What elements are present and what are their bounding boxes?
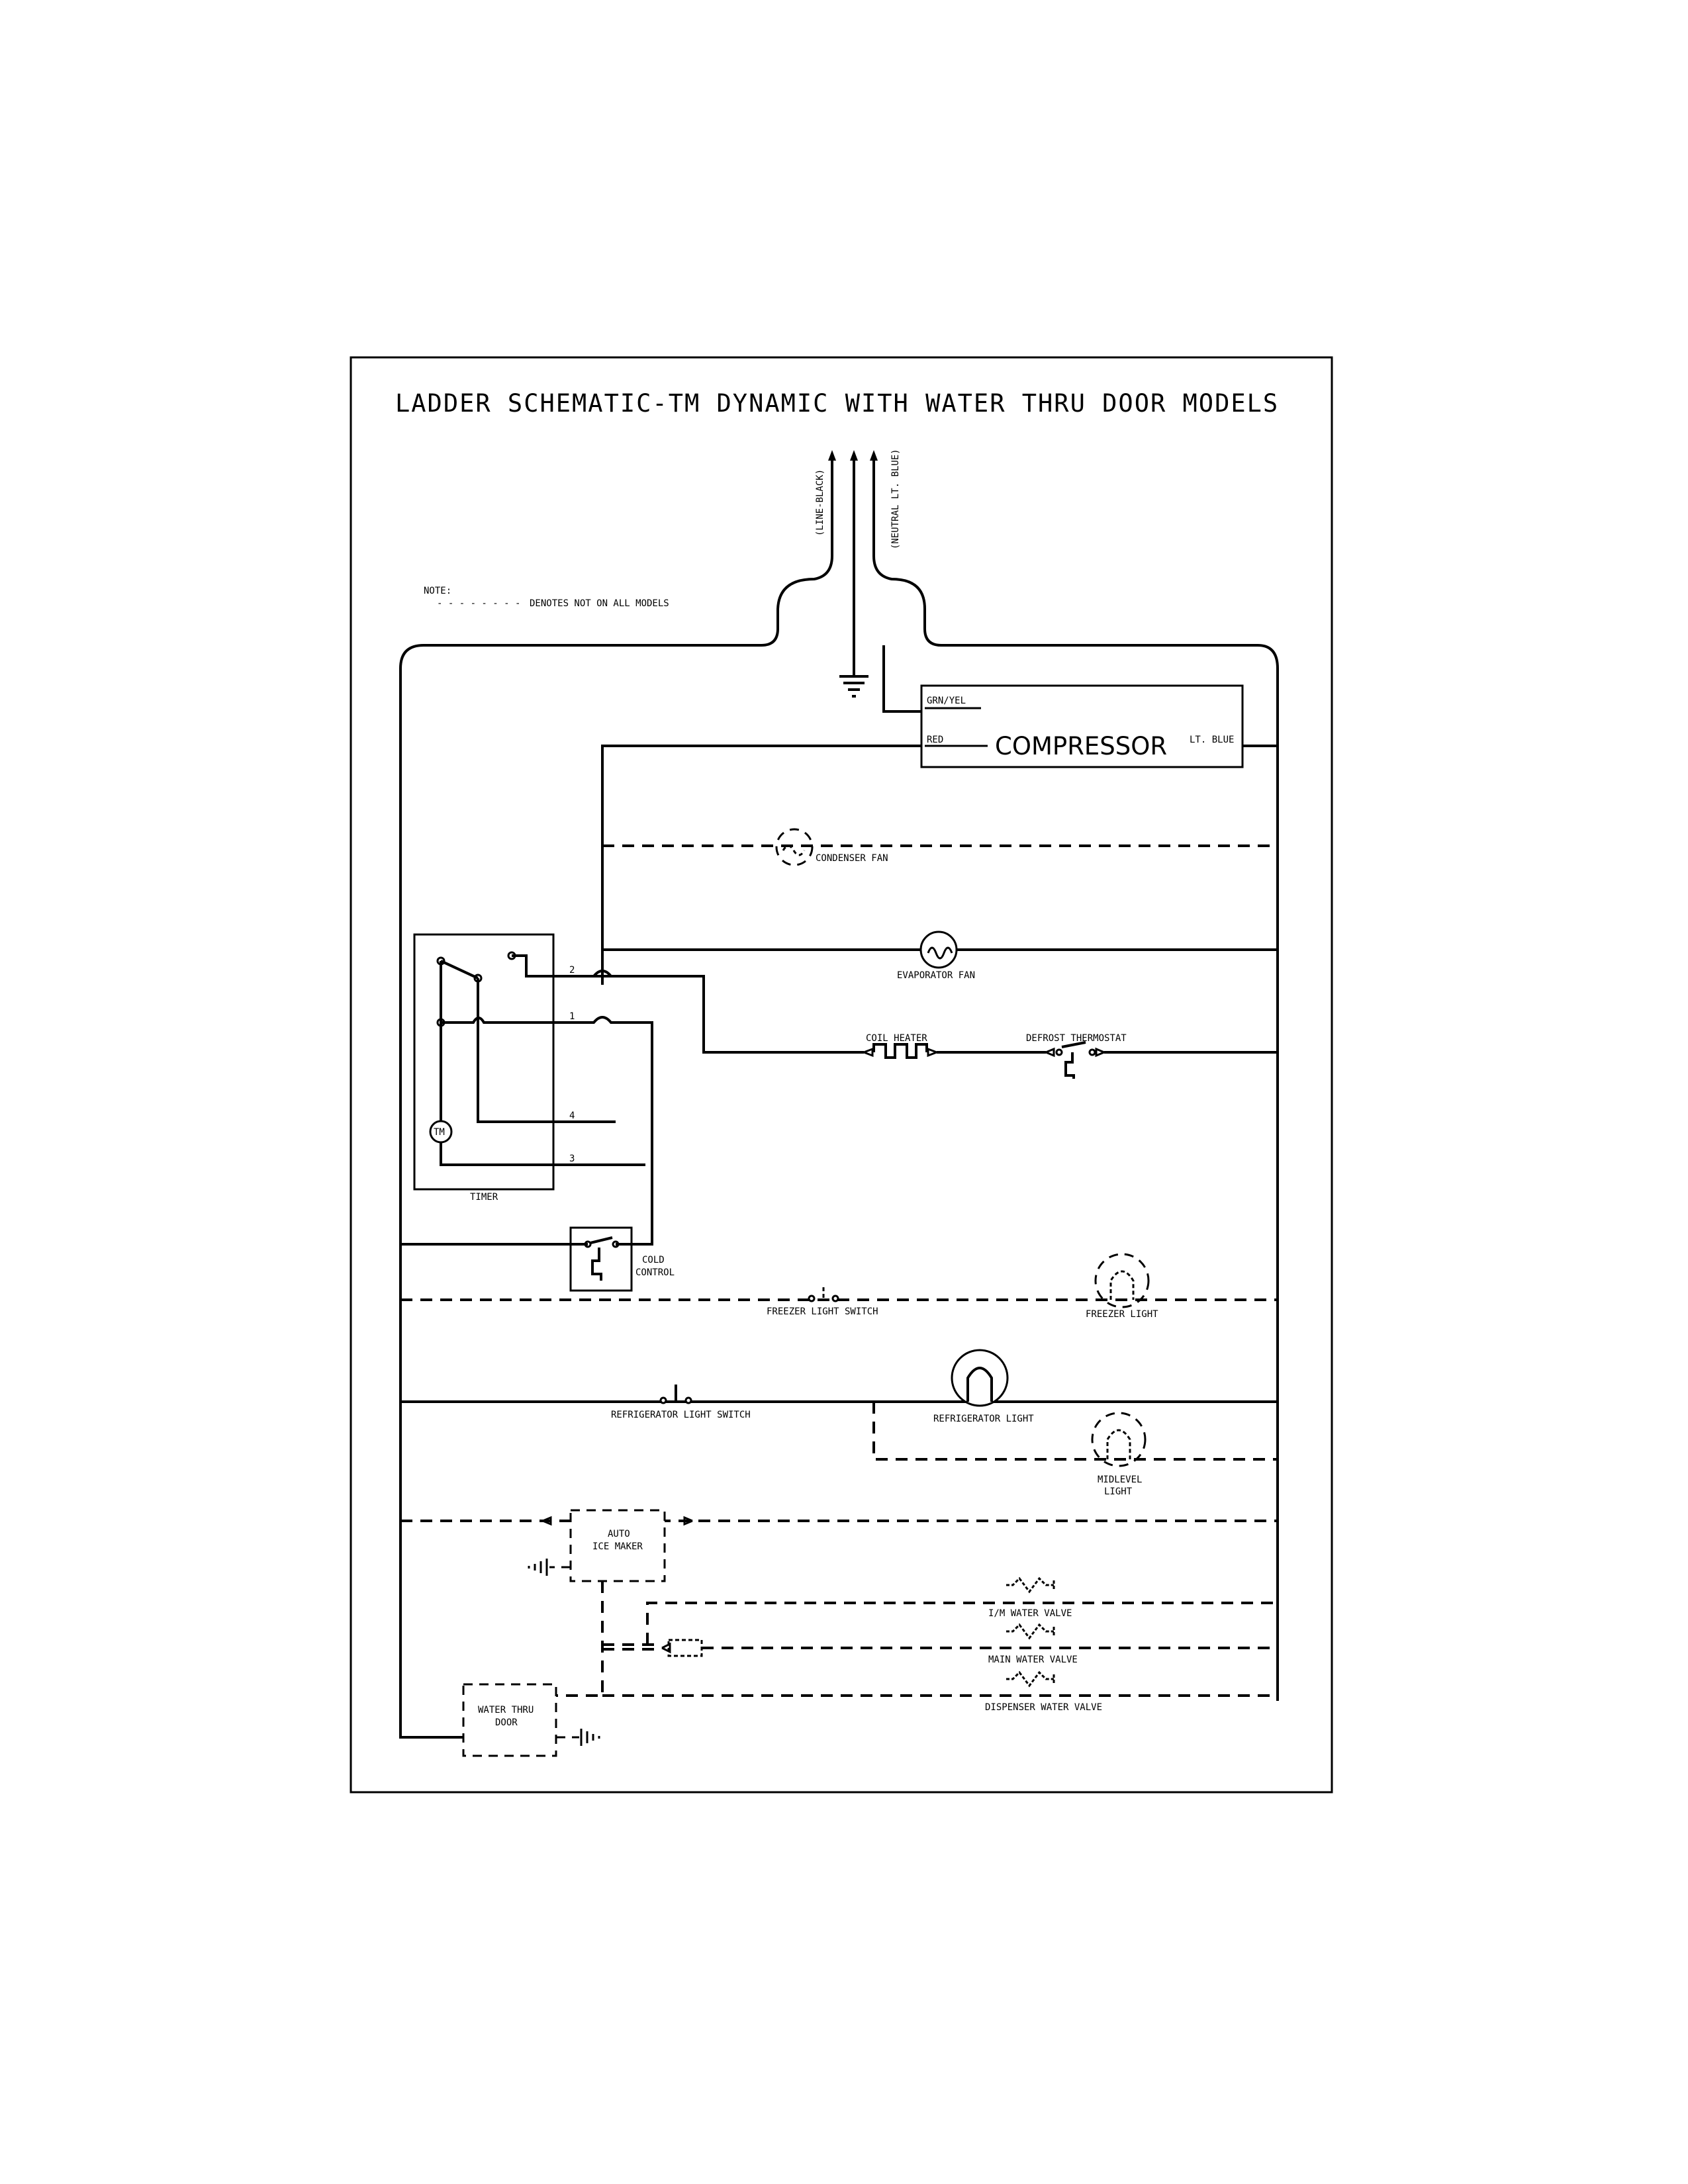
ground-icon xyxy=(839,645,868,698)
timer-motor-icon: TM xyxy=(429,1120,453,1144)
timer-box xyxy=(413,933,555,1191)
compressor-red-wire: RED xyxy=(927,735,943,745)
neutral-blue-label: (NEUTRAL LT. BLUE) xyxy=(890,449,901,549)
auto-ice-maker-box xyxy=(569,1509,666,1582)
midlevel-light-icon xyxy=(1091,1412,1147,1467)
midlevel-light-label-1: MIDLEVEL xyxy=(1098,1475,1142,1485)
cold-control-box xyxy=(569,1226,633,1292)
freezer-light-label: FREEZER LIGHT xyxy=(1086,1309,1158,1320)
condenser-fan-label: CONDENSER FAN xyxy=(816,853,888,864)
coil-heater-label: COIL HEATER xyxy=(866,1033,927,1044)
water-thru-door-label-1: WATER THRU xyxy=(478,1705,534,1715)
line-black-label: (LINE-BLACK) xyxy=(815,469,825,536)
im-water-valve-icon xyxy=(1006,1576,1055,1594)
timer-terminal-3: 3 xyxy=(569,1154,575,1164)
line-rail xyxy=(399,555,833,1739)
freezer-light-icon xyxy=(1094,1253,1150,1308)
condenser-fan-icon xyxy=(775,828,814,866)
freezer-light-switch-icon xyxy=(808,1287,839,1302)
timer-terminal-1: 1 xyxy=(569,1011,575,1022)
refrigerator-light-icon xyxy=(951,1349,1009,1407)
cold-control-label-1: COLD xyxy=(642,1255,665,1265)
timer-label: TIMER xyxy=(470,1192,498,1203)
timer-terminal-2: 2 xyxy=(569,965,575,976)
main-water-valve-icon xyxy=(1006,1623,1055,1640)
compressor-label: COMPRESSOR xyxy=(995,732,1167,760)
freezer-light-switch-label: FREEZER LIGHT SWITCH xyxy=(767,1306,878,1317)
defrost-thermostat-icon xyxy=(1045,1041,1105,1079)
diagram-title: LADDER SCHEMATIC-TM DYNAMIC WITH WATER T… xyxy=(395,389,1279,418)
water-thru-door-box xyxy=(462,1683,557,1757)
refrigerator-light-switch-label: REFRIGERATOR LIGHT SWITCH xyxy=(611,1410,751,1420)
im-water-valve-label: I/M WATER VALVE xyxy=(988,1608,1072,1619)
ice-maker-ground-icon xyxy=(528,1559,571,1576)
dispenser-water-valve-label: DISPENSER WATER VALVE xyxy=(985,1702,1102,1713)
refrigerator-light-label: REFRIGERATOR LIGHT xyxy=(933,1414,1034,1424)
evaporator-fan-icon xyxy=(919,931,958,969)
door-ground-icon xyxy=(556,1729,600,1746)
cold-control-label-2: CONTROL xyxy=(635,1267,675,1278)
timer-terminal-4: 4 xyxy=(569,1111,575,1121)
ice-maker-label-2: ICE MAKER xyxy=(592,1541,643,1552)
note-text: DENOTES NOT ON ALL MODELS xyxy=(530,598,669,609)
coil-heater-icon xyxy=(863,1043,937,1059)
midlevel-light-label-2: LIGHT xyxy=(1104,1486,1133,1497)
water-thru-door-label-2: DOOR xyxy=(495,1717,518,1728)
main-water-valve-label: MAIN WATER VALVE xyxy=(988,1655,1078,1665)
defrost-thermostat-label: DEFROST THERMOSTAT xyxy=(1026,1033,1127,1044)
dispenser-water-valve-icon xyxy=(1006,1670,1055,1688)
refrigerator-light-switch-icon xyxy=(659,1385,692,1404)
page-frame xyxy=(350,356,1333,1794)
evaporator-fan-label: EVAPORATOR FAN xyxy=(897,970,975,981)
water-valve-connector-icon xyxy=(661,1639,703,1657)
neutral-rail xyxy=(872,555,1279,1701)
compressor-blue-wire: LT. BLUE xyxy=(1190,735,1234,745)
svg-text:TM: TM xyxy=(434,1127,445,1138)
ice-maker-label-1: AUTO xyxy=(608,1529,630,1539)
compressor-ground-wire: GRN/YEL xyxy=(927,696,966,706)
compressor-box xyxy=(920,684,1244,768)
supply-leads xyxy=(828,450,878,645)
note-dashes: - - - - - - - - xyxy=(437,598,520,609)
note-heading: NOTE: xyxy=(424,586,451,596)
